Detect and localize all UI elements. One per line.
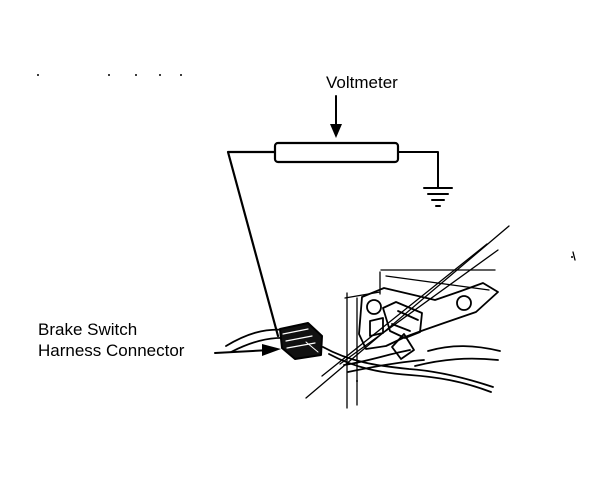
brake-switch-harness-connector [279,322,323,360]
voltmeter-arrow [330,95,342,138]
probe-lead-wire [226,150,280,338]
connector-label-line-1: Brake Switch [38,320,138,339]
ground-symbol [423,187,453,207]
connector-label-line-2: Harness Connector [38,341,185,360]
brake-switch-bracket [358,282,499,360]
voltmeter-label: Voltmeter [326,73,398,92]
dash-panel [305,225,576,409]
voltmeter-body [273,141,400,164]
connector-pointer-arrow [214,344,281,356]
background-specks [37,74,573,382]
wiring-harness [225,328,501,393]
ground-lead-wire [397,151,439,188]
